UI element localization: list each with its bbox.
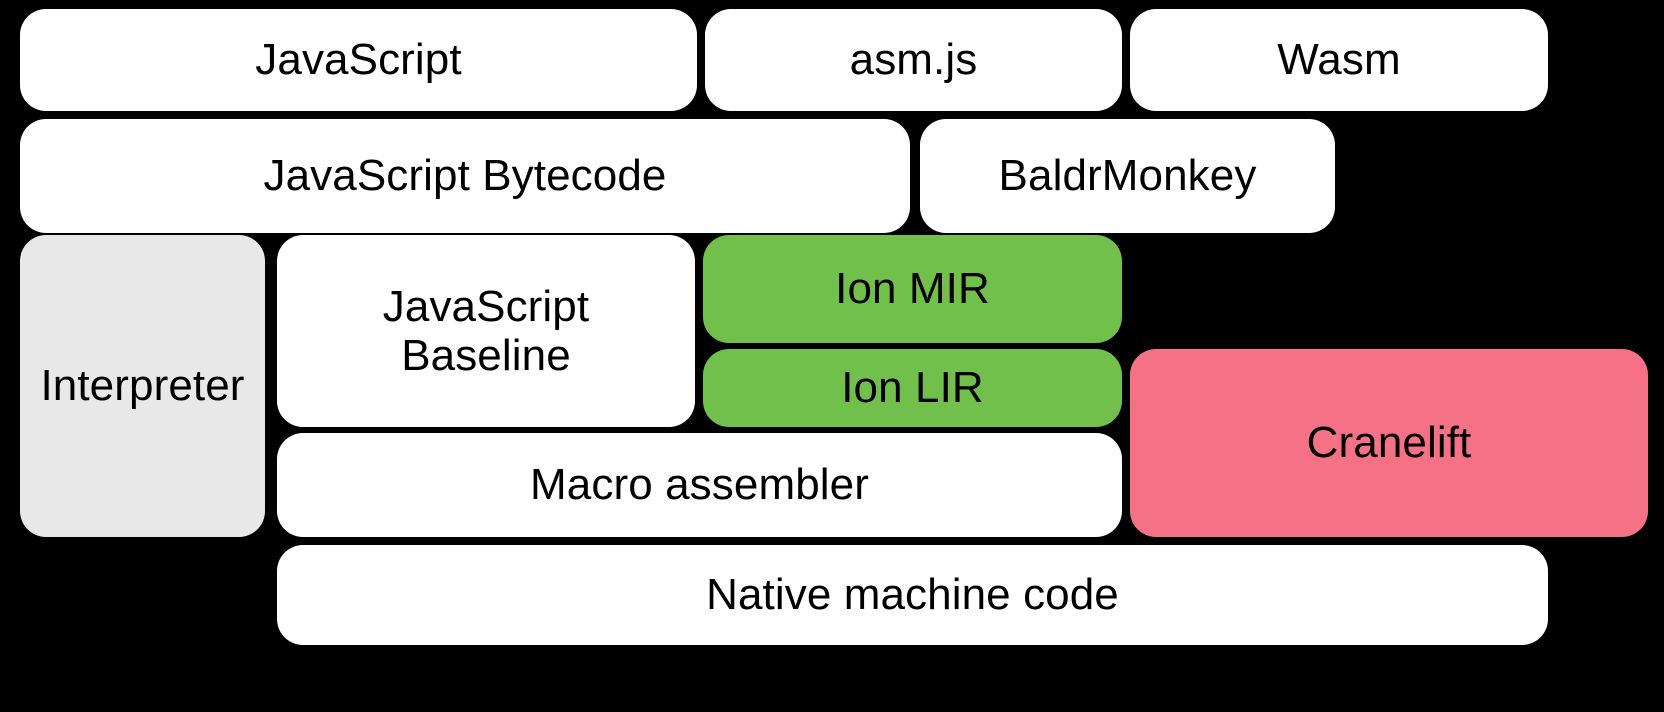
node-asm-js[interactable]: asm.js: [705, 9, 1122, 111]
node-javascript-baseline[interactable]: JavaScript Baseline: [277, 235, 695, 427]
node-ion-lir[interactable]: Ion LIR: [703, 349, 1122, 427]
node-interpreter[interactable]: Interpreter: [20, 235, 265, 537]
node-javascript[interactable]: JavaScript: [20, 9, 697, 111]
node-javascript-bytecode[interactable]: JavaScript Bytecode: [20, 119, 910, 233]
node-ion-mir[interactable]: Ion MIR: [703, 235, 1122, 343]
node-macro-assembler[interactable]: Macro assembler: [277, 433, 1122, 537]
node-native-machine-code[interactable]: Native machine code: [277, 545, 1548, 645]
node-baldrmonkey[interactable]: BaldrMonkey: [920, 119, 1335, 233]
node-cranelift[interactable]: Cranelift: [1130, 349, 1648, 537]
node-wasm[interactable]: Wasm: [1130, 9, 1548, 111]
